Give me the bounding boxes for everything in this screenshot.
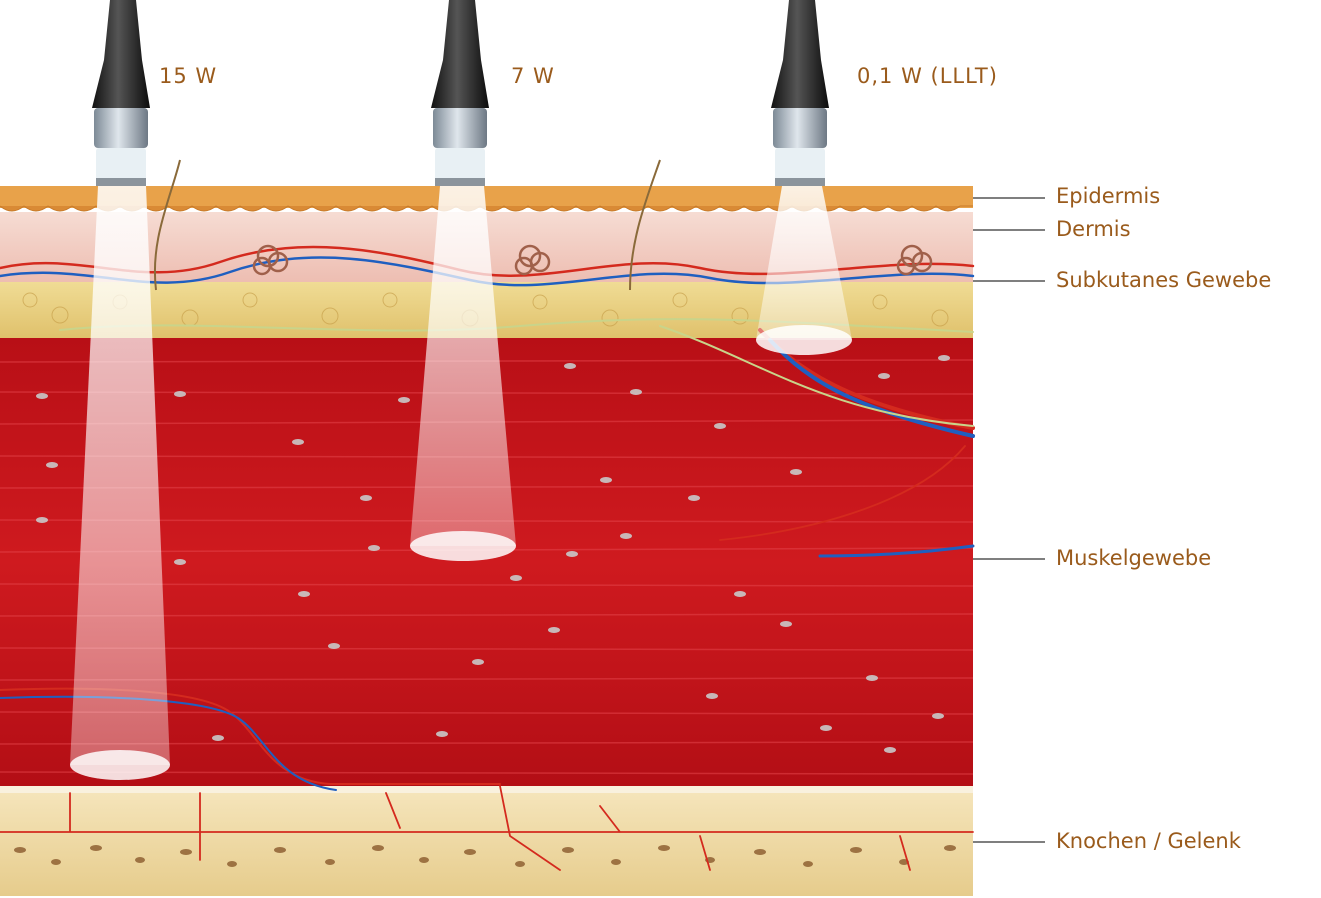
skin-appendages xyxy=(154,159,933,291)
layer-label-epidermis: Epidermis xyxy=(1056,184,1161,208)
beam-low xyxy=(756,186,852,355)
power-label-medium: 7 W xyxy=(511,64,555,88)
power-label-high: 15 W xyxy=(159,64,218,88)
layer-label-subcutaneous: Subkutanes Gewebe xyxy=(1056,268,1272,292)
sweat-gland xyxy=(514,244,551,276)
bone-marrow-spots xyxy=(14,845,956,867)
muscle-nerve-right xyxy=(659,325,974,427)
epidermis-layer xyxy=(0,186,973,208)
layer-label-bone: Knochen / Gelenk xyxy=(1056,829,1241,853)
laser-probe-high xyxy=(92,0,150,186)
sweat-gland xyxy=(896,244,933,276)
bone-cortex-line xyxy=(0,786,973,793)
muscle-vessel-diagonal xyxy=(719,445,966,541)
layer-label-muscle: Muskelgewebe xyxy=(1056,546,1212,570)
beam-medium xyxy=(410,186,516,561)
laser-probe-medium xyxy=(431,0,489,186)
leader-lines xyxy=(973,197,1045,843)
hair-shaft xyxy=(154,159,181,291)
power-label-low: 0,1 W (LLLT) xyxy=(857,64,998,88)
laser-probe-low xyxy=(771,0,829,186)
laser-beams xyxy=(70,186,852,780)
muscle-vein-right xyxy=(768,338,975,438)
sweat-gland xyxy=(252,244,289,276)
bone-vessel-network xyxy=(0,785,974,871)
muscle-nuclei xyxy=(36,355,950,753)
beam-high xyxy=(70,186,170,780)
layer-label-dermis: Dermis xyxy=(1056,217,1131,241)
hair-shaft xyxy=(629,159,661,291)
bone-layer xyxy=(0,786,973,896)
muscle-vein-short xyxy=(818,544,975,558)
